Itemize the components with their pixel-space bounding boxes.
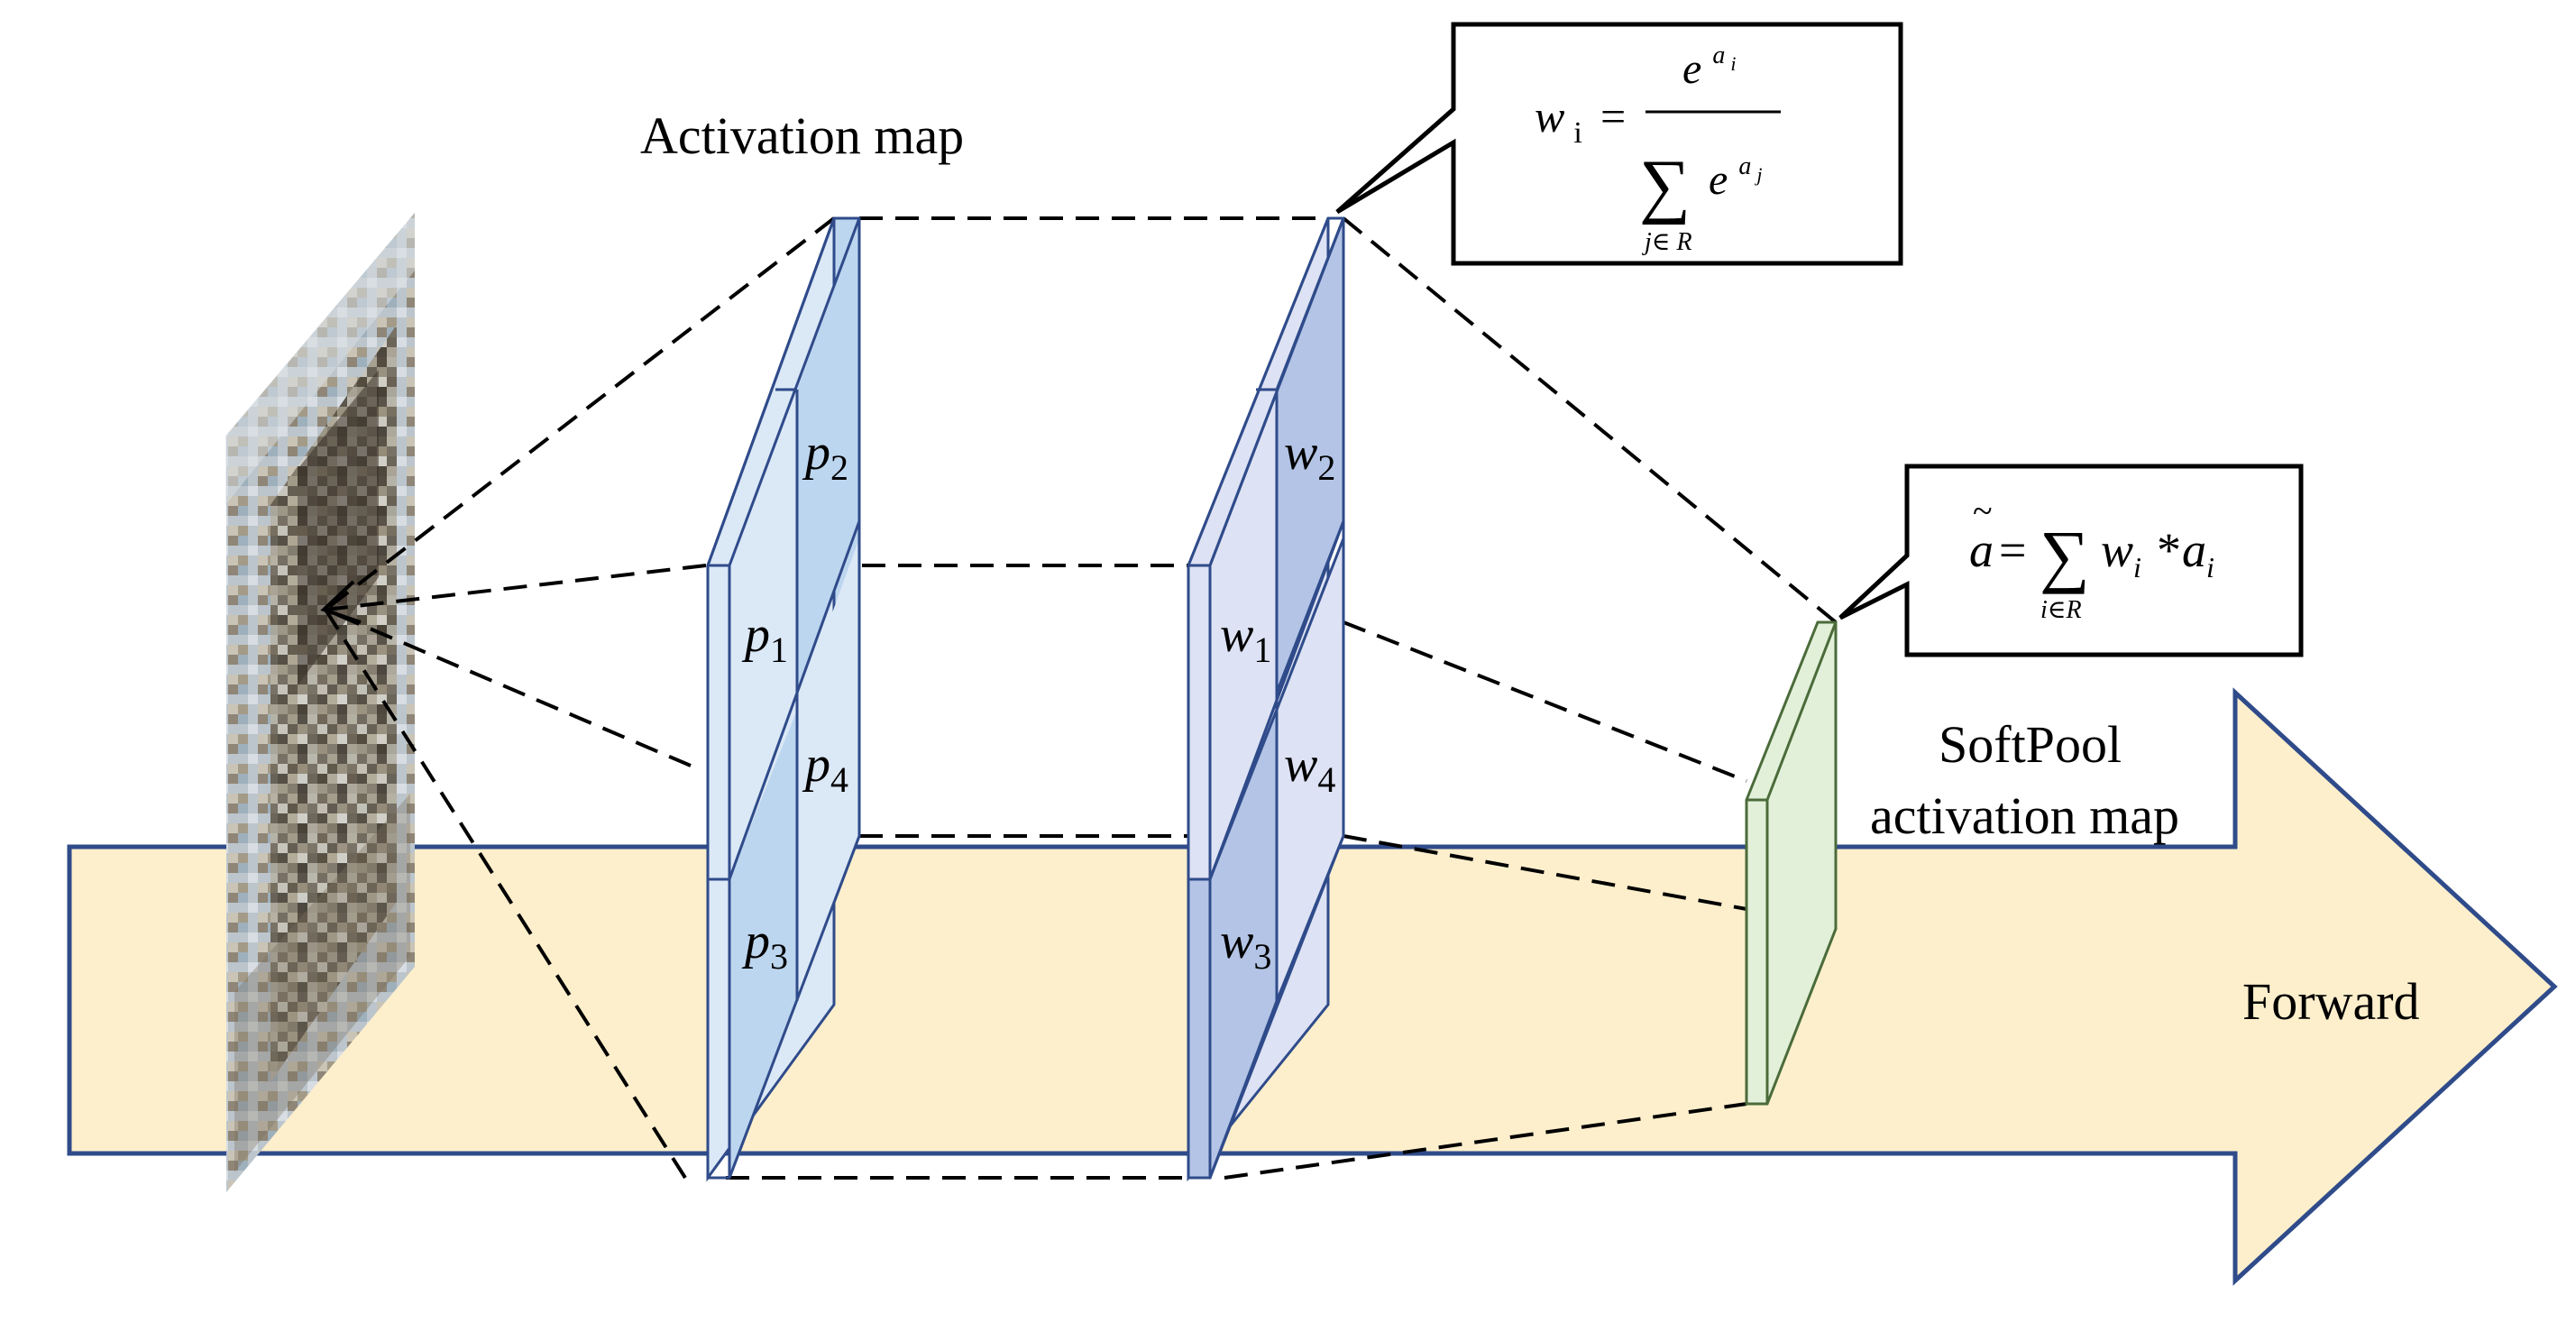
svg-text:a: a [1969, 523, 1994, 577]
label-p3: p3 [741, 914, 788, 977]
softpool-label-line1: SoftPool [1939, 715, 2122, 774]
svg-text:=: = [1600, 91, 1626, 142]
projection-arrowhead [320, 580, 362, 624]
svg-text:=: = [1999, 523, 2026, 577]
input-image [225, 213, 415, 1192]
svg-text:*: * [2157, 523, 2181, 577]
softpool-label-line2: activation map [1870, 786, 2179, 845]
svg-text:j∈ R: j∈ R [1642, 228, 1692, 256]
forward-label: Forward [2242, 972, 2420, 1031]
label-p2: p2 [802, 425, 848, 488]
svg-text:∑: ∑ [1639, 146, 1691, 225]
svg-text:wi: wi [2101, 523, 2141, 583]
p-labels: p1 p2 p3 p4 [741, 425, 848, 977]
projection-lines [324, 216, 1838, 1180]
svg-text:~: ~ [1973, 491, 1993, 531]
label-w3: w3 [1220, 914, 1271, 977]
w-labels: w1 w2 w3 w4 [1220, 425, 1335, 977]
svg-text:∑: ∑ [2040, 516, 2090, 594]
svg-text:wi: wi [1535, 91, 1582, 150]
activation-map-title: Activation map [640, 106, 964, 165]
label-w1: w1 [1220, 607, 1271, 670]
label-p1: p1 [741, 607, 788, 670]
activation-map-block [706, 216, 861, 1182]
label-p4: p4 [802, 737, 848, 800]
label-w2: w2 [1284, 425, 1335, 488]
weight-block [1187, 216, 1345, 1182]
svg-text:ai: ai [2182, 523, 2214, 583]
svg-text:eai: eai [1682, 41, 1736, 93]
label-w4: w4 [1284, 737, 1335, 800]
svg-text:i∈R: i∈R [2040, 596, 2082, 624]
softpool-output-block [1745, 620, 1838, 1106]
pool-formula-callout: ~ a = ∑ i∈R wi * ai [1838, 464, 2304, 657]
svg-text:eaj: eaj [1709, 152, 1762, 204]
